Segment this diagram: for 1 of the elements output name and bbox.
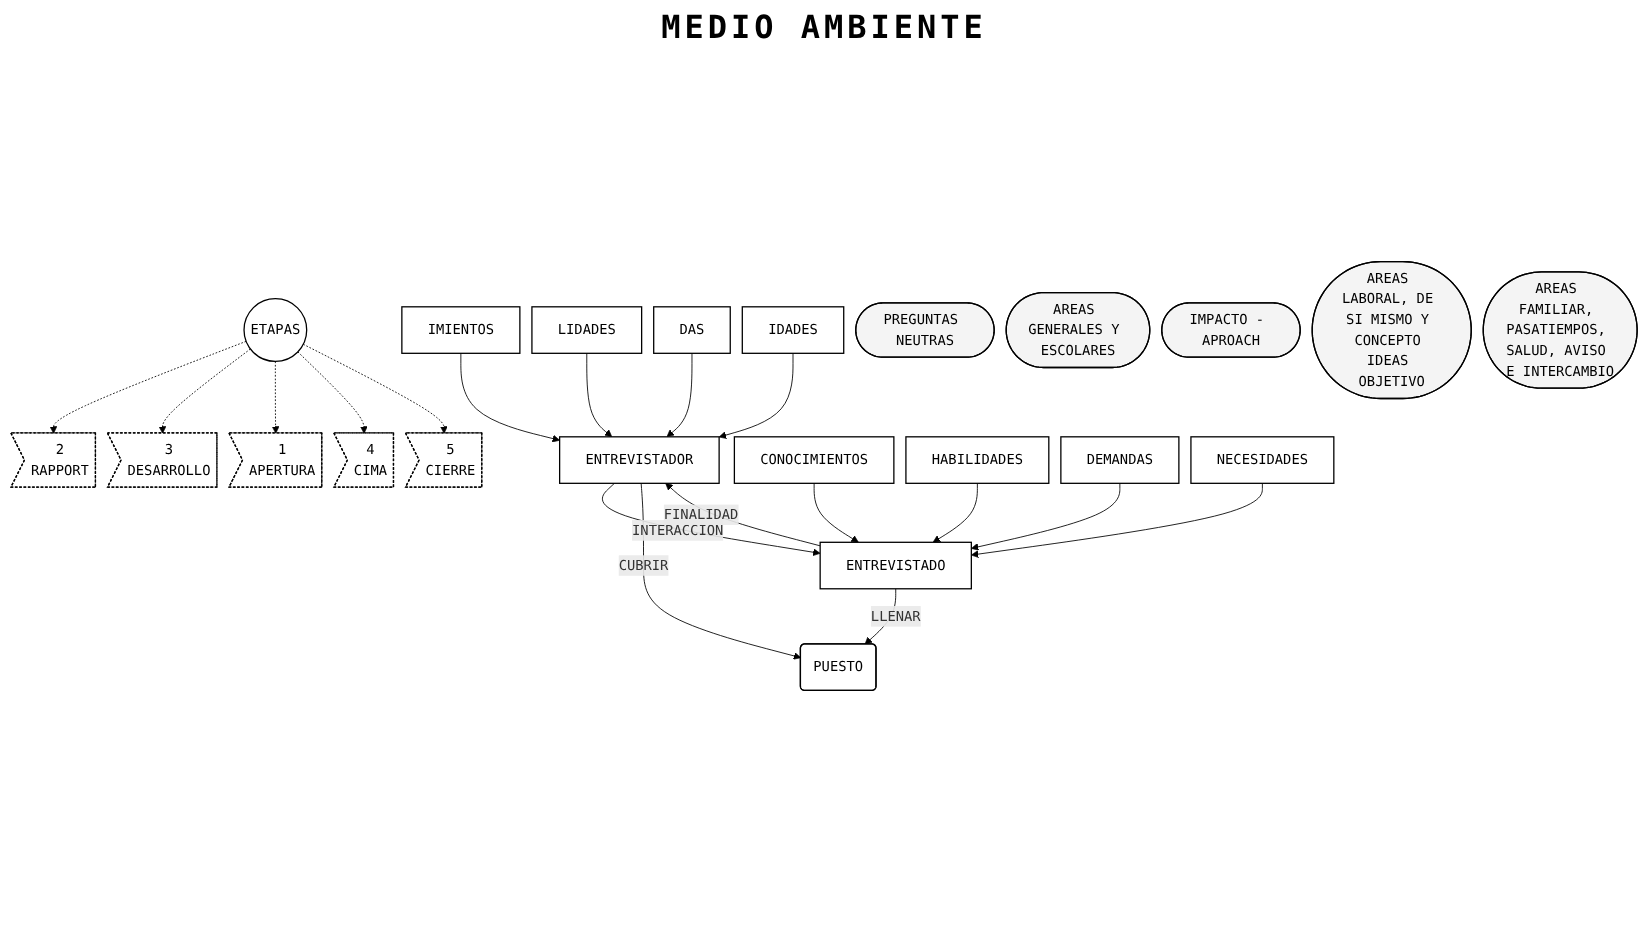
- diagram-title: MEDIO AMBIENTE: [659, 8, 989, 46]
